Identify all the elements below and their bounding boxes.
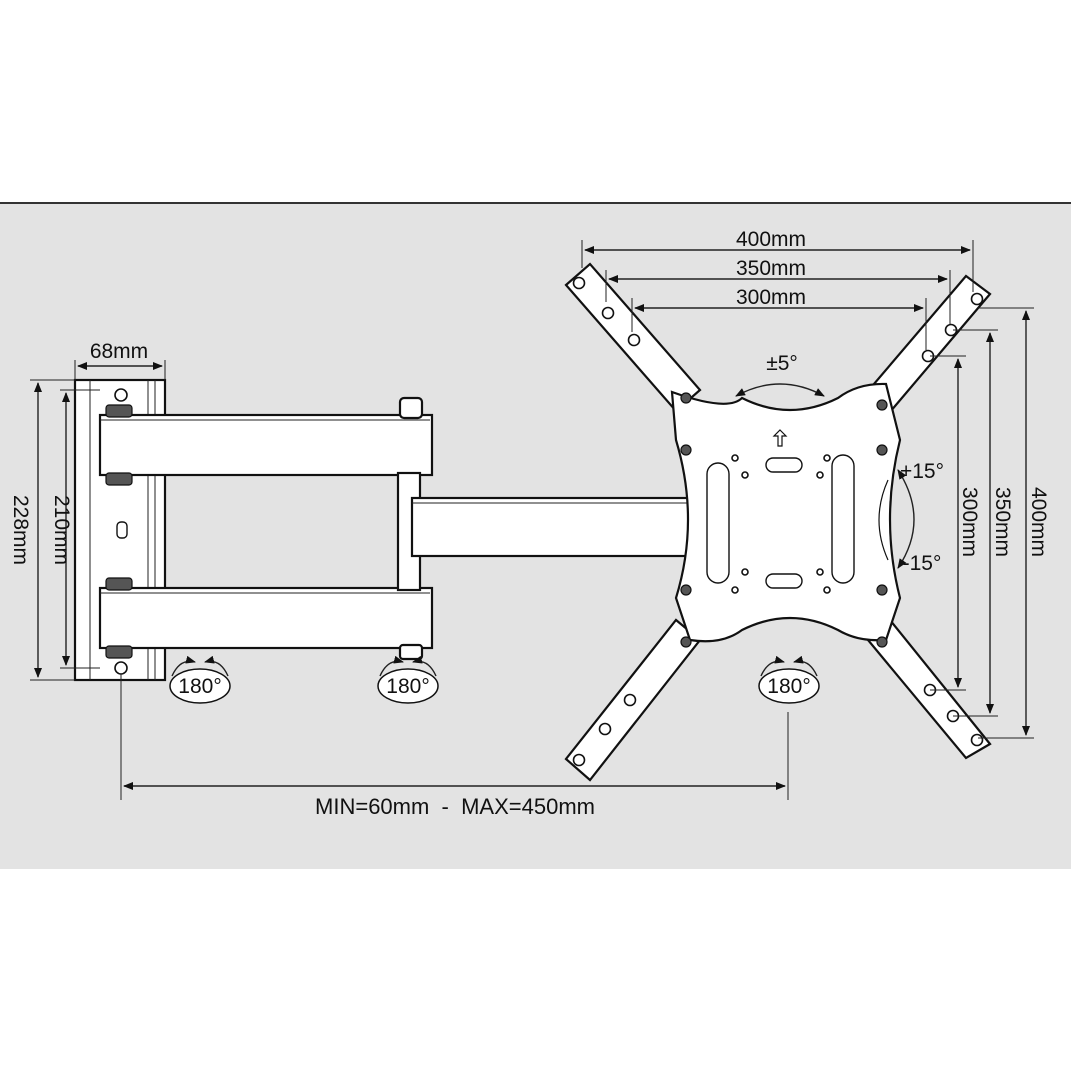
wall-plate-slot <box>116 521 128 539</box>
label-vesa-height-350: 350mm <box>991 487 1014 557</box>
label-swivel-wall: 180° <box>178 675 221 698</box>
swivel-wall-indicator <box>169 655 231 704</box>
label-tilt-up: +15° <box>900 460 944 483</box>
upper-arm <box>98 404 434 486</box>
wall-screw-hole-bottom <box>114 661 128 675</box>
label-vesa-width-400: 400mm <box>736 228 806 251</box>
label-wall-plate-inner-height: 210mm <box>50 495 73 565</box>
label-wall-plate-outer-height: 228mm <box>9 495 32 565</box>
vesa-arm-bottom-left <box>564 618 702 782</box>
vesa-head-plate <box>670 382 902 648</box>
lower-arm <box>98 577 434 659</box>
dim-vesa-widths <box>581 240 974 350</box>
vesa-arm-top-left <box>564 262 702 413</box>
label-vesa-width-300: 300mm <box>736 286 806 309</box>
label-wall-plate-width: 68mm <box>90 340 148 363</box>
dim-vesa-heights <box>930 307 1034 739</box>
label-level-adjust: ±5° <box>766 352 798 375</box>
dim-wall-plate-heights <box>30 379 100 681</box>
label-swivel-head: 180° <box>767 675 810 698</box>
extension-arm <box>410 496 704 558</box>
label-tilt-down: -15° <box>903 552 942 575</box>
label-vesa-height-400: 400mm <box>1027 487 1050 557</box>
up-arrow-icon <box>772 429 788 447</box>
wall-screw-hole-top <box>114 388 128 402</box>
label-extension: MIN=60mm - MAX=450mm <box>315 794 595 819</box>
dim-extension <box>120 674 789 800</box>
swivel-middle-indicator <box>377 655 439 704</box>
label-swivel-middle: 180° <box>386 675 429 698</box>
head-plate-slot-left <box>706 462 730 584</box>
head-plate-slot-right <box>831 454 855 584</box>
swivel-head-indicator <box>758 655 820 704</box>
label-vesa-height-300: 300mm <box>958 487 981 557</box>
dim-wall-plate-width <box>74 360 166 380</box>
label-vesa-width-350: 350mm <box>736 257 806 280</box>
pivot-column <box>396 396 424 661</box>
tilt-indicator <box>878 469 915 569</box>
level-adjust-indicator <box>735 383 825 397</box>
